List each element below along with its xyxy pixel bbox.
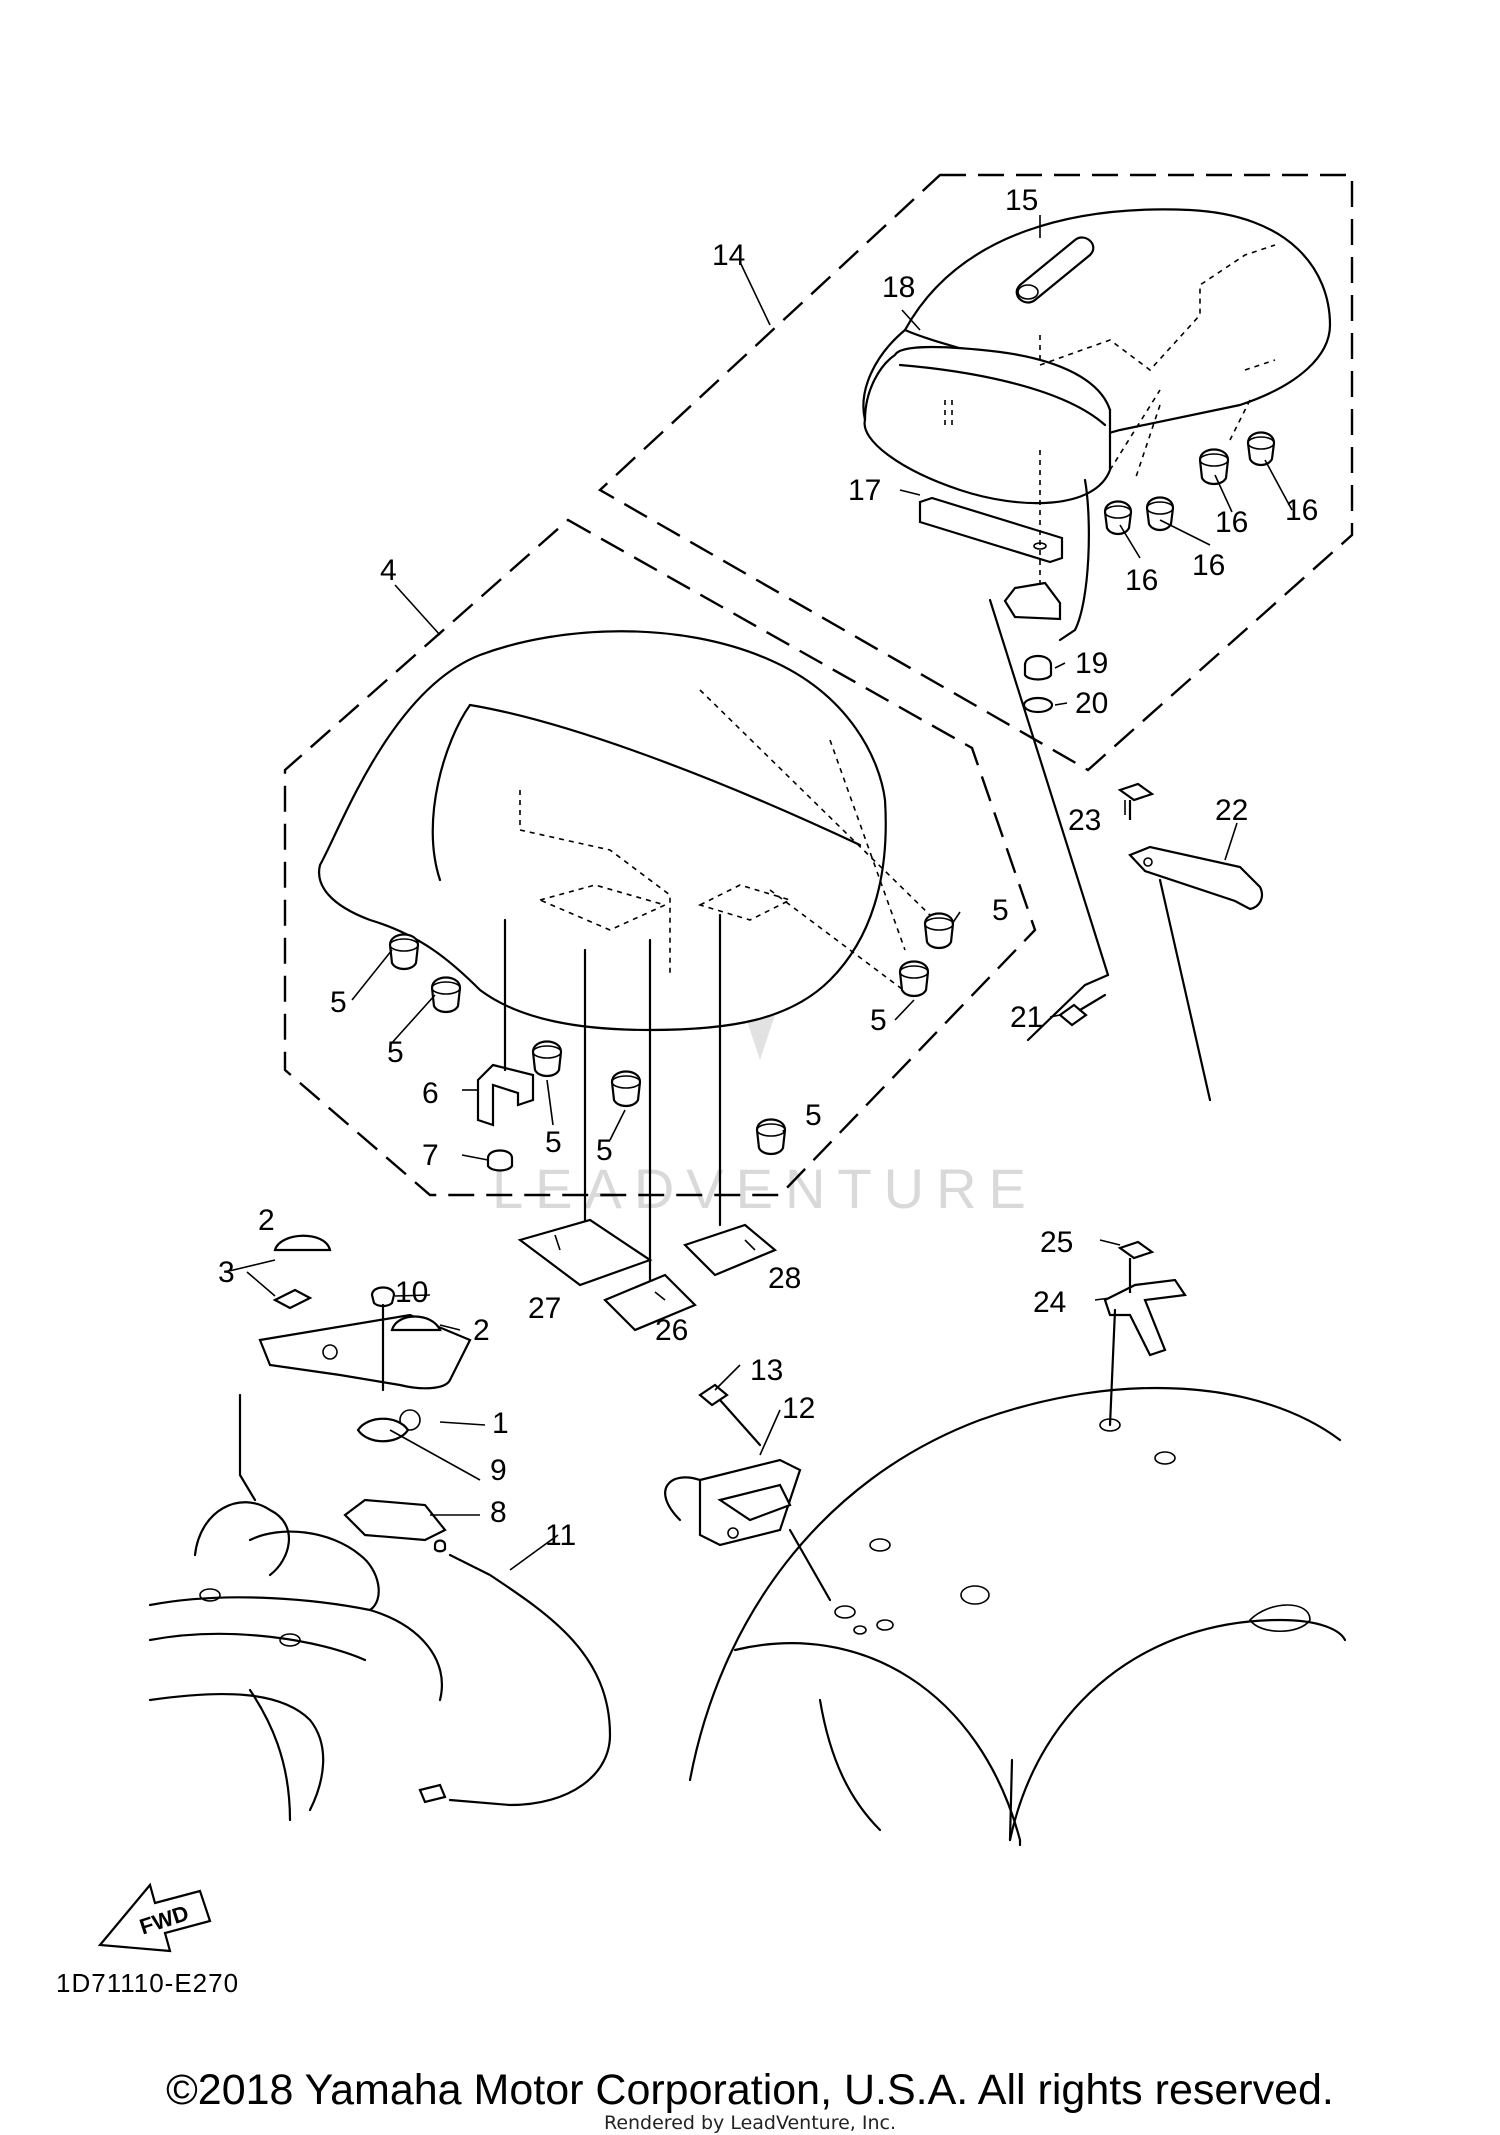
callout-14: 14 [712,239,745,272]
callout-5: 5 [870,1004,887,1037]
rear-fender [688,1386,1347,1847]
callout-19: 19 [1075,647,1108,680]
fwd-arrow-icon: FWD [97,1882,212,1953]
callout-5: 5 [330,986,347,1019]
callout-18: 18 [882,271,915,304]
frame-section [148,1501,443,1822]
callout-labels: 15 14 18 17 16 16 16 16 19 20 22 23 21 4… [218,184,1318,1552]
callout-20: 20 [1075,687,1108,720]
callout-16: 16 [1125,564,1158,597]
front-damper-set [388,912,955,1156]
bolt-23 [1117,782,1155,820]
callout-7: 7 [422,1139,439,1172]
callout-17: 17 [848,474,881,507]
rear-damper-set [1103,431,1276,536]
callout-12: 12 [782,1392,815,1425]
callout-5: 5 [992,894,1009,927]
bolt-21 [1058,993,1107,1027]
callout-2: 2 [473,1314,490,1347]
callout-9: 9 [490,1454,507,1487]
callout-15: 15 [1005,184,1038,217]
callout-10: 10 [395,1276,428,1309]
seat-pads [517,913,778,1332]
stay-22 [1128,845,1264,1102]
front-seat-group-outline [283,518,1037,1197]
callout-16: 16 [1192,549,1225,582]
callout-1: 1 [492,1407,509,1440]
seat-lock-12 [664,1383,832,1602]
callout-26: 26 [655,1314,688,1347]
callout-16: 16 [1215,506,1248,539]
copyright-notice: ©2018 Yamaha Motor Corporation, U.S.A. A… [166,2066,1334,2114]
callout-25: 25 [1040,1226,1073,1259]
rear-bracket [918,450,1110,1042]
callout-21: 21 [1010,1001,1043,1034]
callout-5: 5 [596,1134,613,1167]
rendered-by-credit: Rendered by LeadVenture, Inc. [603,2112,897,2134]
callout-3: 3 [218,1256,235,1289]
front-seat [318,630,936,1032]
callout-4: 4 [380,554,397,587]
callout-leaders [224,215,1293,1571]
callout-2: 2 [258,1204,275,1237]
callout-5: 5 [805,1099,822,1132]
callout-28: 28 [768,1262,801,1295]
bracket-24 [1103,1240,1187,1427]
watermark-text: LEADVENTURE [492,1157,1038,1220]
callout-6: 6 [422,1077,439,1110]
diagram-code: 1D71110-E270 [56,1968,240,1998]
seat-lock-assembly [238,1234,612,1807]
callout-5: 5 [545,1126,562,1159]
front-bracket [476,918,535,1172]
callout-23: 23 [1068,804,1101,837]
callout-16: 16 [1285,494,1318,527]
callout-27: 27 [528,1292,561,1325]
callout-8: 8 [490,1496,507,1529]
callout-24: 24 [1033,1286,1066,1319]
callout-13: 13 [750,1354,783,1387]
callout-22: 22 [1215,794,1248,827]
callout-11: 11 [545,1519,576,1552]
callout-5: 5 [387,1036,404,1069]
rear-seat-group-outline [597,173,1354,772]
rear-seat [862,208,1332,505]
